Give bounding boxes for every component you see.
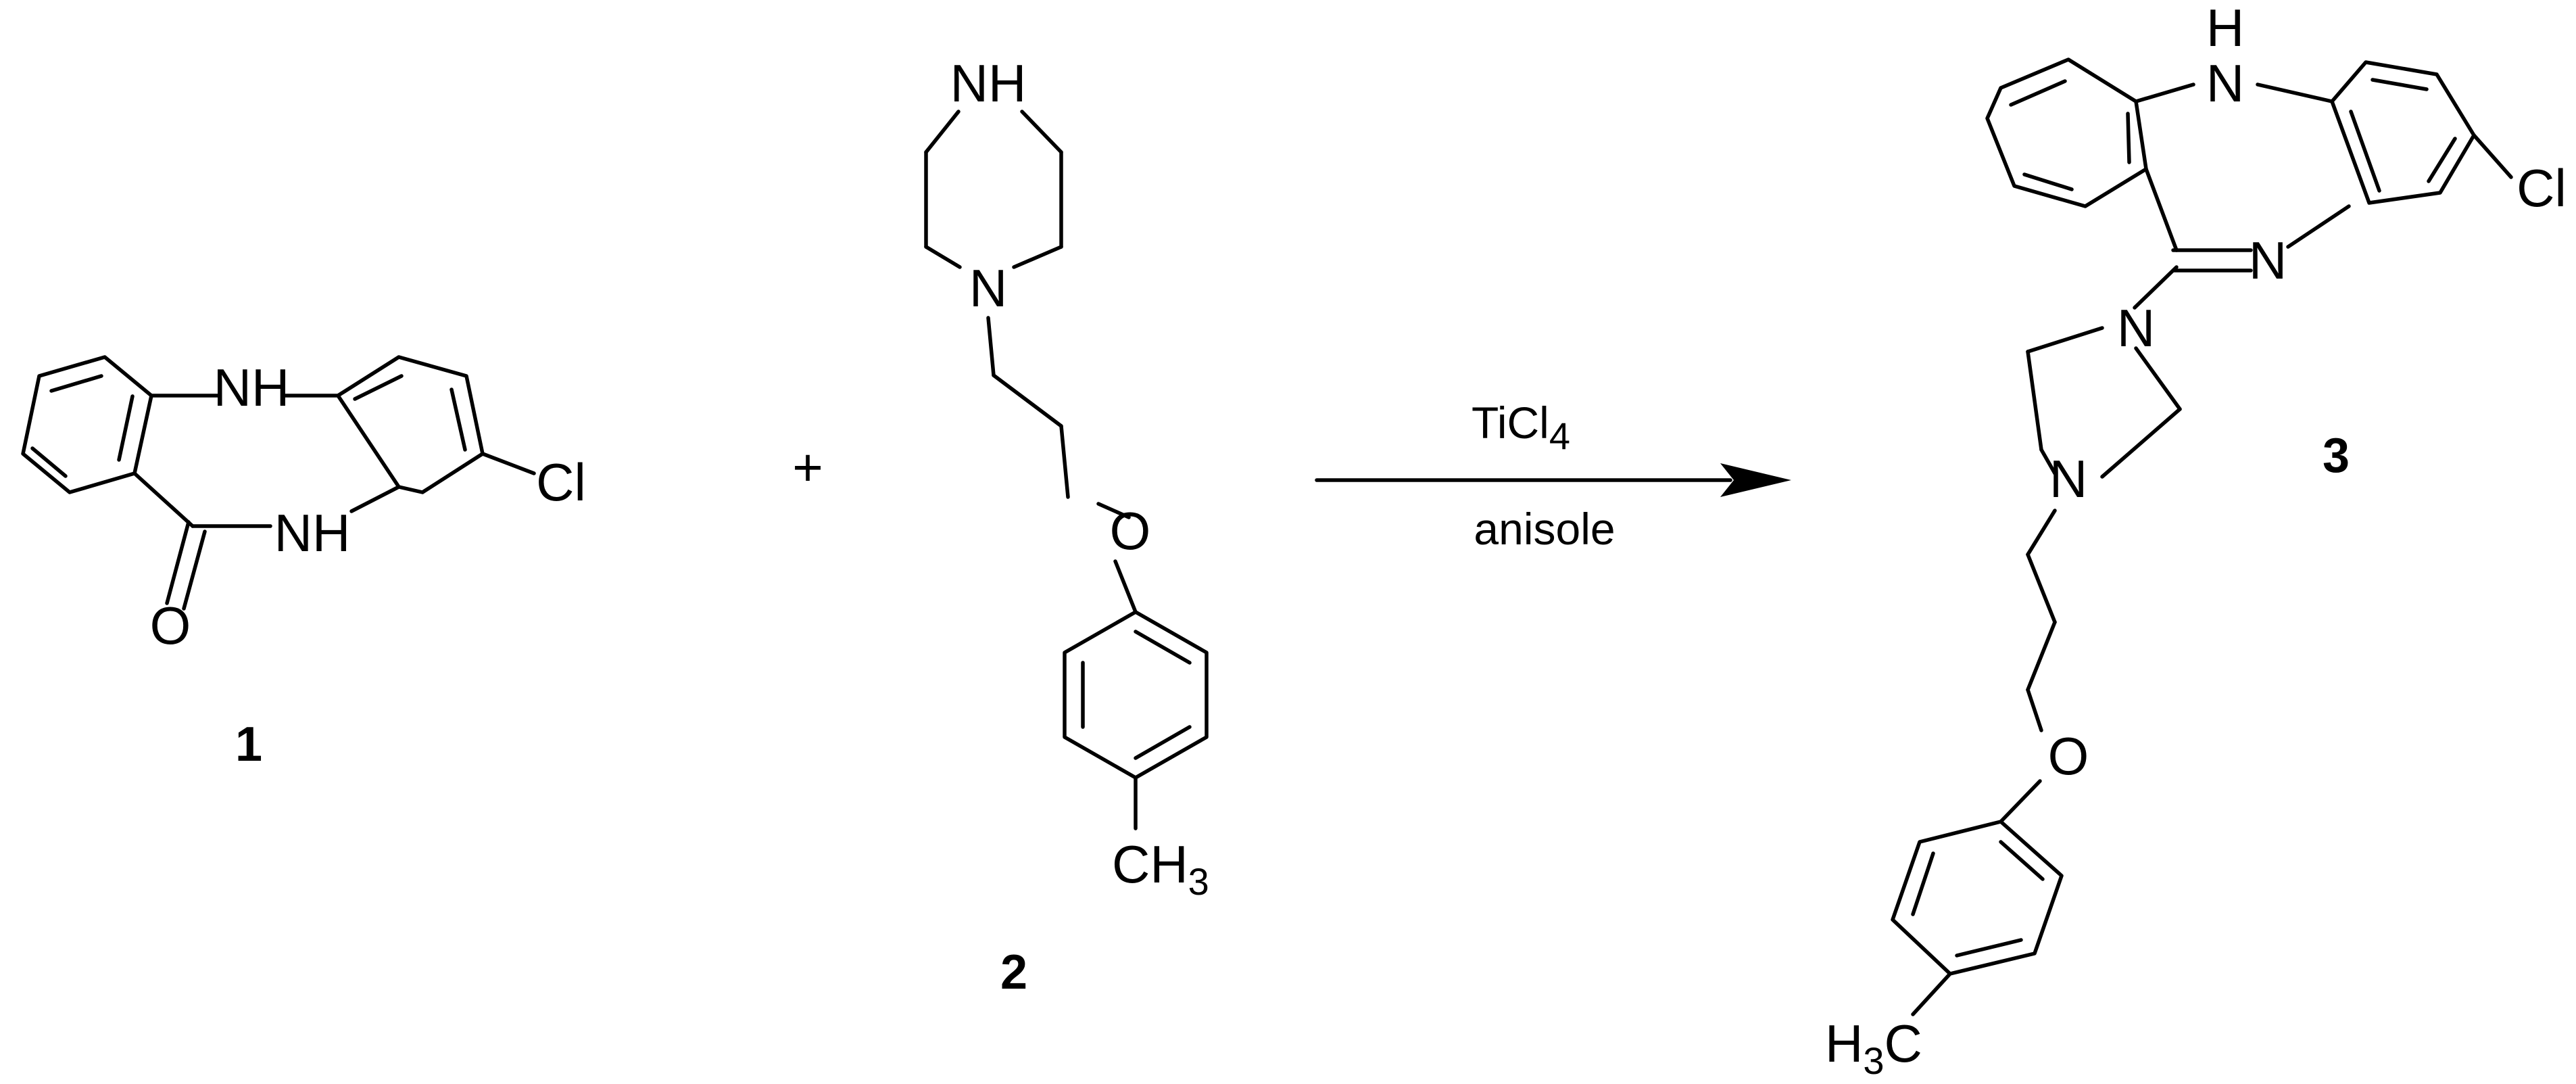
c2-n-label: N [969,258,1007,318]
compound-3-number: 3 [2323,429,2350,483]
c3-n-top-label: N [2206,53,2244,113]
compound-2-number: 2 [1000,945,1027,999]
plus-sign: + [792,438,823,497]
c1-co-double-a [165,520,191,605]
c3-chlorine-label: Cl [2517,158,2567,218]
c1-benzene-left [21,355,153,494]
c3-n-piperazine-bottom-label: N [2049,449,2087,509]
c3-oxygen-label: O [2048,726,2089,786]
compound-1-structure: NH NH O Cl [21,355,586,655]
c2-methyl-label: CH3 [1112,834,1209,903]
c3-h-label: H [2206,0,2244,57]
c1-amide-bond-right [349,485,401,513]
compound-2-structure: NH N O CH3 [924,53,1209,903]
compound-3-structure: H N N Cl N N O H3C [1825,0,2567,1082]
c2-benzene [1063,610,1209,780]
c1-co-double-b [182,529,207,611]
reagent-label: TiCl4 [1472,398,1570,457]
arrow-head [1720,463,1791,497]
c3-benzene-left [1985,57,2148,208]
solvent-label: anisole [1474,504,1615,554]
c3-n-piperazine-top-label: N [2117,298,2155,358]
c1-chlorine-label: Cl [536,452,586,512]
c1-oxygen-label: O [150,596,191,655]
c2-nh-label: NH [950,53,1027,113]
c1-carbonyl-bond [132,471,195,528]
c1-nh-top-label: NH [214,358,290,417]
reaction-arrow [1315,463,1791,497]
c3-n-imine-label: N [2249,231,2287,290]
compound-1-number: 1 [235,717,262,772]
c2-oxygen-label: O [1110,501,1151,561]
c1-nh-amide-label: NH [274,503,351,563]
c1-cl-bond [481,452,536,475]
c3-methyl-label: H3C [1825,1014,1922,1082]
